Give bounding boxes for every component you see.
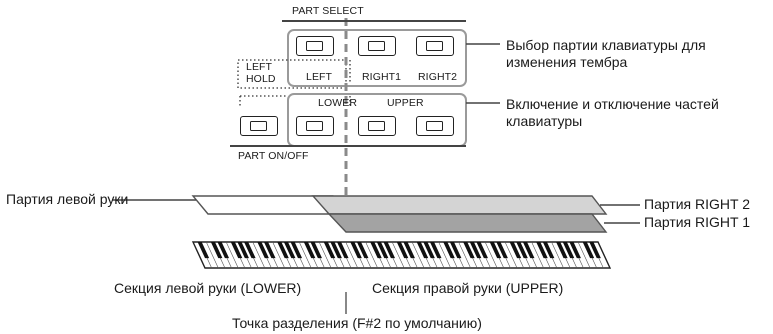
black-key bbox=[556, 242, 568, 259]
white-key-divider bbox=[577, 241, 591, 269]
black-key bbox=[396, 242, 409, 259]
white-key-divider bbox=[531, 241, 544, 269]
black-key bbox=[356, 242, 369, 259]
black-key bbox=[469, 242, 482, 259]
black-key bbox=[403, 242, 415, 259]
right2-part-label: Партия RIGHT 2 bbox=[644, 196, 751, 212]
black-key bbox=[303, 242, 316, 259]
black-key bbox=[443, 242, 455, 259]
black-key bbox=[237, 242, 249, 259]
black-key bbox=[429, 242, 442, 259]
black-key bbox=[516, 242, 528, 259]
lower-label: LOWER bbox=[318, 97, 358, 109]
black-key bbox=[383, 242, 396, 259]
part-on-off-right2-button[interactable] bbox=[416, 116, 454, 136]
white-key-divider bbox=[272, 241, 285, 269]
part-select-description: Выбор партии клавиатуры для изменения те… bbox=[506, 37, 706, 70]
right1-label: RIGHT1 bbox=[362, 71, 402, 83]
right1-part-label: Партия RIGHT 1 bbox=[644, 214, 751, 230]
white-key-divider bbox=[551, 241, 564, 269]
black-key bbox=[589, 242, 601, 259]
right2-label: RIGHT2 bbox=[418, 71, 458, 83]
part-on-off-description: Включение и отключение частей клавиатуры bbox=[506, 96, 719, 129]
black-key bbox=[290, 242, 303, 259]
black-key bbox=[337, 242, 349, 259]
black-key bbox=[476, 242, 488, 259]
part-select-label: PART SELECT bbox=[292, 5, 364, 17]
black-key bbox=[197, 242, 210, 259]
black-key bbox=[496, 242, 508, 259]
upper-section-label: Секция правой руки (UPPER) bbox=[372, 280, 564, 296]
part-on-off-label: PART ON/OFF bbox=[238, 150, 309, 162]
part-on-off-base-line bbox=[230, 145, 466, 147]
white-key-divider bbox=[298, 241, 312, 269]
white-key-divider bbox=[438, 241, 451, 269]
black-key bbox=[217, 242, 230, 259]
black-key bbox=[263, 242, 276, 259]
right2-part-zone bbox=[311, 195, 608, 215]
black-key bbox=[542, 242, 555, 259]
split-point-label: Точка разделения (F#2 по умолчанию) bbox=[232, 315, 482, 331]
part-select-group-outline bbox=[287, 29, 467, 87]
black-key bbox=[230, 242, 243, 259]
white-key-divider bbox=[345, 241, 358, 269]
part-select-right1-button[interactable] bbox=[358, 36, 396, 56]
black-key bbox=[323, 242, 336, 259]
part-on-off-left-hold-button[interactable] bbox=[240, 116, 278, 136]
part-select-left-button[interactable] bbox=[296, 36, 334, 56]
part-select-header-line bbox=[282, 20, 466, 22]
black-key bbox=[244, 242, 256, 259]
black-key bbox=[330, 242, 342, 259]
white-key-divider bbox=[318, 241, 332, 269]
black-key bbox=[582, 242, 595, 259]
part-select-right2-button[interactable] bbox=[416, 36, 454, 56]
black-key bbox=[562, 242, 575, 259]
black-key bbox=[370, 242, 382, 259]
black-key bbox=[423, 242, 435, 259]
left-label: LEFT bbox=[306, 71, 333, 83]
black-key bbox=[536, 242, 548, 259]
part-on-off-left-button[interactable] bbox=[296, 116, 334, 136]
black-key bbox=[257, 242, 269, 259]
white-key-divider bbox=[458, 241, 471, 269]
white-key-divider bbox=[365, 241, 378, 269]
black-key bbox=[449, 242, 462, 259]
left-hold-label: LEFT HOLD bbox=[246, 61, 276, 85]
lower-section-label: Секция левой руки (LOWER) bbox=[114, 280, 302, 296]
black-key bbox=[569, 242, 581, 259]
white-key-divider bbox=[252, 241, 266, 269]
white-key-divider bbox=[484, 241, 498, 269]
white-key-divider bbox=[206, 241, 219, 269]
black-key bbox=[350, 242, 362, 259]
left-part-label: Партия левой руки bbox=[6, 191, 129, 207]
black-key bbox=[283, 242, 296, 259]
black-key bbox=[489, 242, 502, 259]
white-key-divider bbox=[411, 241, 425, 269]
keyboard-graphic bbox=[191, 241, 612, 269]
black-key bbox=[376, 242, 389, 259]
black-key bbox=[210, 242, 223, 259]
black-key bbox=[310, 242, 323, 259]
white-key-divider bbox=[504, 241, 518, 269]
black-key bbox=[509, 242, 522, 259]
part-on-off-right1-button[interactable] bbox=[358, 116, 396, 136]
right1-part-zone bbox=[327, 213, 608, 233]
black-key bbox=[463, 242, 475, 259]
black-key bbox=[522, 242, 535, 259]
black-key bbox=[416, 242, 429, 259]
white-key-divider bbox=[225, 241, 239, 269]
upper-label: UPPER bbox=[387, 97, 424, 109]
white-key-divider bbox=[391, 241, 405, 269]
black-key bbox=[277, 242, 289, 259]
